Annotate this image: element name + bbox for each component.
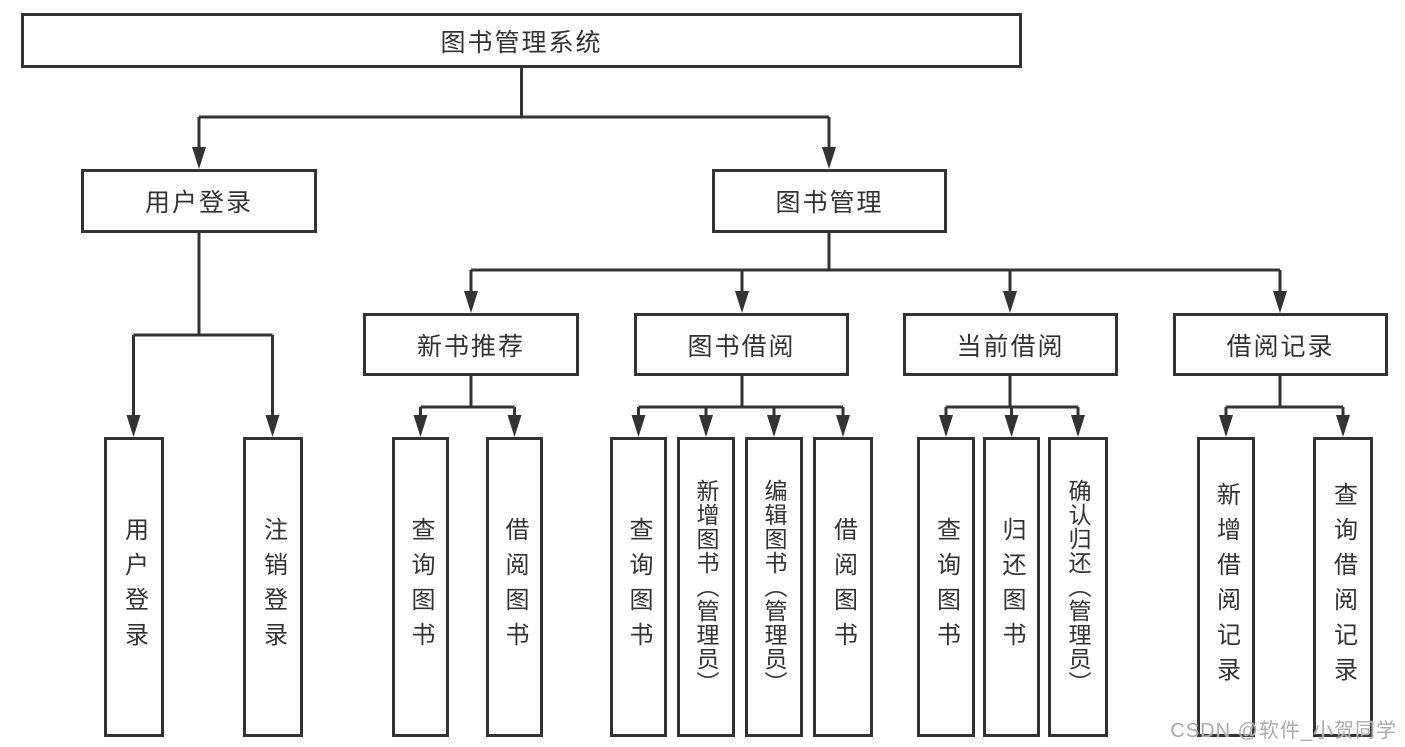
- connector-book-management-children: [464, 233, 1287, 313]
- node-label: 新书推荐: [416, 332, 525, 361]
- leaf-borrow-book-recommend: 借阅图书: [486, 437, 543, 737]
- node-label: 图书管理: [775, 189, 884, 217]
- node-label: 借阅记录: [1226, 332, 1335, 361]
- node-borrow-records: 借阅记录: [1173, 313, 1388, 376]
- leaf-label: 借阅图书: [829, 517, 857, 657]
- connector-root-to-level2: [192, 68, 836, 169]
- leaf-query-book-borrow: 查询图书: [610, 437, 667, 737]
- node-new-book-recommend: 新书推荐: [363, 313, 579, 376]
- connector-current-borrow-children: [939, 376, 1085, 437]
- connector-new-book-recommend-children: [413, 376, 522, 437]
- leaf-return-book: 归还图书: [983, 437, 1040, 737]
- leaf-logout: 注销登录: [243, 437, 303, 737]
- leaf-label: 查询图书: [407, 517, 434, 657]
- csdn-watermark: CSDN @软件_小贺同学: [1170, 720, 1397, 742]
- leaf-label: 查询图书: [932, 517, 960, 657]
- connector-user-login-children: [126, 233, 280, 437]
- node-label: 用户登录: [144, 189, 253, 217]
- leaf-label: 新增图书（管理员）: [693, 479, 719, 695]
- node-library-management-system: 图书管理系统: [21, 13, 1022, 68]
- leaf-query-book-recommend: 查询图书: [392, 437, 449, 737]
- leaf-label: 注销登录: [259, 517, 287, 657]
- leaf-label: 归还图书: [998, 517, 1025, 657]
- leaf-edit-book-admin: 编辑图书（管理员）: [745, 437, 803, 737]
- node-current-borrow: 当前借阅: [903, 313, 1118, 376]
- leaf-add-borrow-record: 新增借阅记录: [1197, 437, 1255, 737]
- node-user-login: 用户登录: [81, 169, 317, 233]
- leaf-label: 用户登录: [120, 517, 148, 657]
- connector-borrow-records-children: [1219, 376, 1350, 437]
- leaf-label: 确认归还（管理员）: [1065, 479, 1091, 695]
- node-label: 图书借阅: [687, 332, 796, 361]
- leaf-confirm-return-admin: 确认归还（管理员）: [1048, 437, 1108, 737]
- node-book-borrow: 图书借阅: [634, 313, 849, 376]
- leaf-add-book-admin: 新增图书（管理员）: [677, 437, 735, 737]
- leaf-query-borrow-record: 查询借阅记录: [1313, 437, 1373, 737]
- leaf-label: 查询借阅记录: [1329, 482, 1357, 692]
- leaf-user-login: 用户登录: [104, 437, 164, 737]
- node-label: 当前借阅: [956, 332, 1065, 361]
- connector-book-borrow-children: [631, 376, 850, 437]
- leaf-query-book-current: 查询图书: [917, 437, 975, 737]
- leaf-borrow-book: 借阅图书: [813, 437, 873, 737]
- node-book-management: 图书管理: [712, 169, 947, 233]
- leaf-label: 查询图书: [625, 517, 652, 657]
- node-label: 图书管理系统: [440, 28, 603, 57]
- leaf-label: 编辑图书（管理员）: [761, 479, 787, 695]
- leaf-label: 借阅图书: [501, 517, 528, 657]
- leaf-label: 新增借阅记录: [1212, 482, 1240, 692]
